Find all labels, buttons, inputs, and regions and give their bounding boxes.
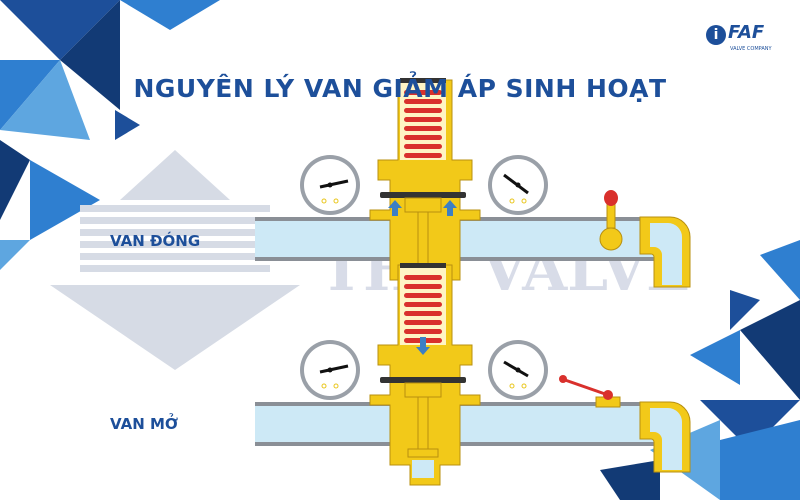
spring-force-arrow-icon xyxy=(416,337,430,355)
faf-logo-icon: i xyxy=(706,25,726,45)
page-title: NGUYÊN LÝ VAN GIẢM ÁP SINH HOẠT xyxy=(133,74,667,103)
pressure-arrow-icon xyxy=(443,200,457,216)
background-decoration-left xyxy=(0,0,300,370)
open-valve-diagram xyxy=(254,262,691,486)
logo-subtitle: VALVE COMPANY xyxy=(730,46,772,52)
closed-valve-diagram xyxy=(254,77,691,301)
pressure-gauge-outlet xyxy=(487,339,549,401)
label-valve-open: VAN MỞ xyxy=(110,415,179,433)
background-decoration-right xyxy=(600,240,800,500)
faf-logo: i FAF VALVE COMPANY xyxy=(706,24,790,54)
tap-open-icon xyxy=(559,375,621,408)
pressure-gauge-inlet xyxy=(299,154,361,216)
pressure-gauge-outlet xyxy=(487,154,549,216)
pressure-arrow-icon xyxy=(388,200,402,216)
logo-brand: FAF xyxy=(728,22,765,43)
label-valve-closed: VAN ĐÓNG xyxy=(110,232,201,250)
tap-closed-icon xyxy=(599,190,623,251)
pressure-gauge-inlet xyxy=(299,339,361,401)
